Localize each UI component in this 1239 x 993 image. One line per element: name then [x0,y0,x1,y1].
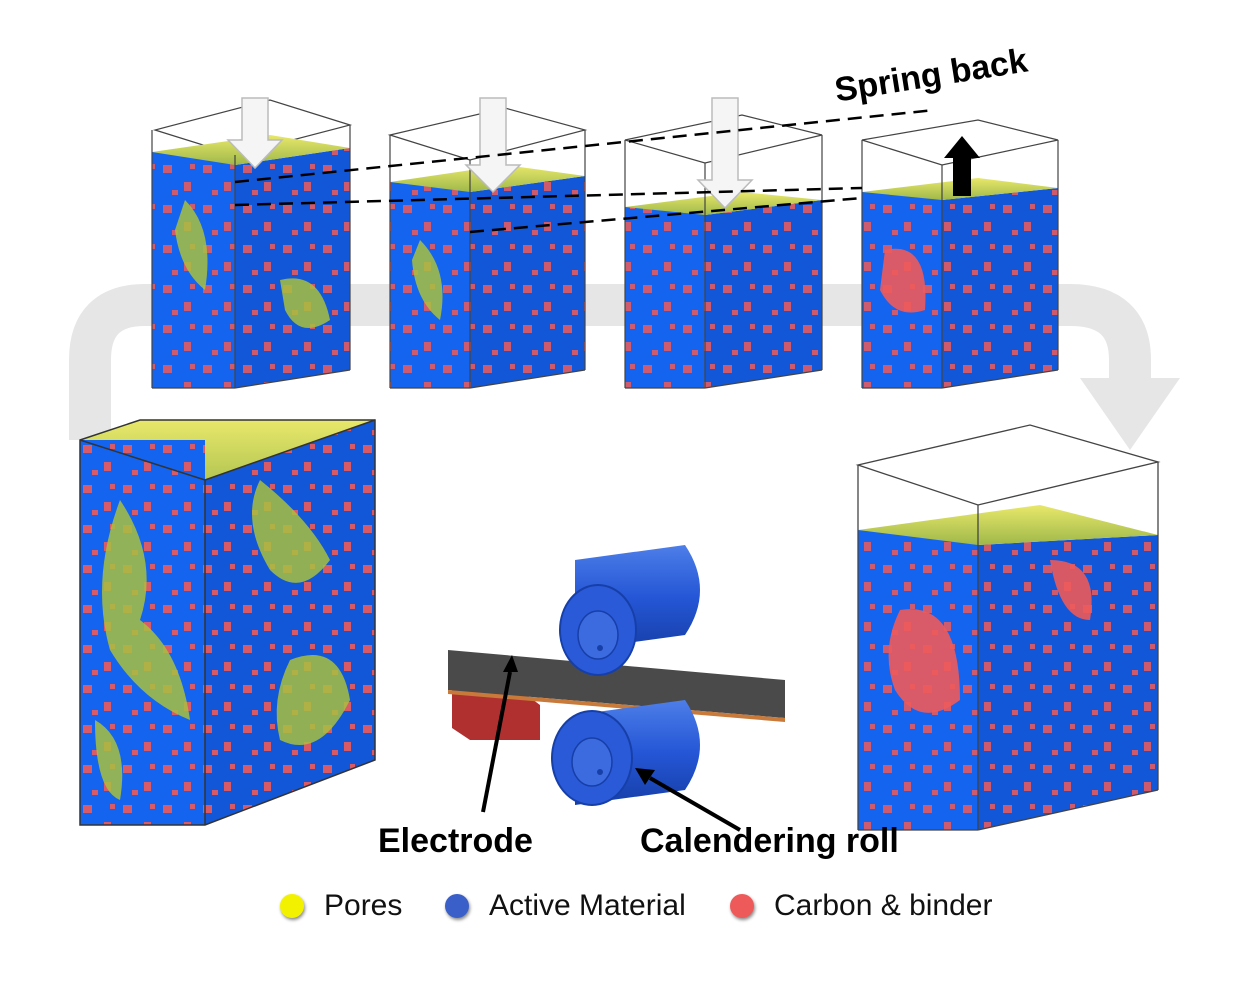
pores-dot-icon [280,894,304,918]
active-material-dot-icon [445,894,469,918]
roll-pointer [648,776,742,832]
thickness-guide-lines [234,108,936,234]
compression-stage-1 [151,97,353,389]
legend-label-active-material: Active Material [489,889,686,922]
legend-label-carbon-binder: Carbon & binder [774,889,993,922]
electrode-label: Electrode [378,822,533,860]
upper-calendering-roll [559,545,700,676]
process-flow-arrow [69,284,1151,440]
initial-electrode-block [79,419,376,826]
final-electrode-block [855,424,1161,831]
legend-item-carbon-binder: Carbon & binder [730,886,992,926]
legend-label-pores: Pores [324,889,403,922]
carbon-binder-dot-icon [730,894,754,918]
lower-calendering-roll [551,700,700,806]
electrode-pointer [481,671,512,813]
compression-stage-2 [387,97,588,389]
calendering-roll-label: Calendering roll [640,822,899,860]
legend-item-active-material: Active Material [445,886,686,926]
compression-stage-3 [624,97,823,389]
electrode-sheet [448,650,785,718]
legend-item-pores: Pores [280,886,402,926]
compression-stage-4 [861,119,1059,389]
flow-arrowhead [1080,378,1180,450]
calendering-machine [448,545,785,832]
